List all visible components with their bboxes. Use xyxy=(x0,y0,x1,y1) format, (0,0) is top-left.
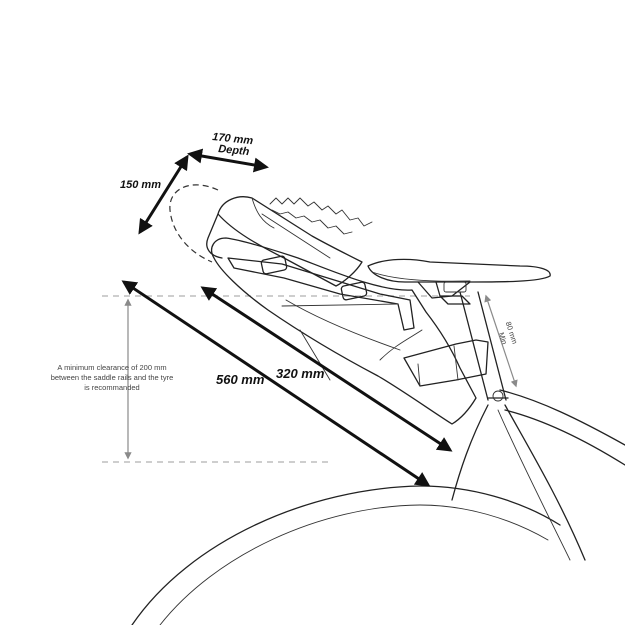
total-length-arrow xyxy=(121,280,431,487)
bungee-cord xyxy=(269,197,373,227)
svg-text:between the saddle rails and t: between the saddle rails and the tyre xyxy=(51,373,174,382)
depth-value-label: 170 mm xyxy=(212,131,254,147)
svg-text:A minimum clearance of 200 mm: A minimum clearance of 200 mm xyxy=(57,363,166,372)
strap-buckle-left xyxy=(260,255,288,275)
rear-wheel-inner xyxy=(159,504,549,625)
height-arrow xyxy=(138,154,189,235)
bike-frame xyxy=(451,291,625,561)
saddle-bag xyxy=(206,196,489,425)
clearance-note: A minimum clearance of 200 mm between th… xyxy=(51,363,174,392)
rear-wheel-outer xyxy=(131,485,561,625)
min-drop-arrow xyxy=(484,294,518,388)
total-length-label: 560 mm xyxy=(216,372,265,387)
depth-word-label: Depth xyxy=(218,143,251,158)
bag-expanded-outline xyxy=(169,184,219,263)
bag-body xyxy=(211,237,477,425)
height-value-label: 150 mm xyxy=(120,179,161,191)
bag-rolled-top xyxy=(217,196,363,287)
depth-arrow xyxy=(187,148,269,173)
bag-length-arrow xyxy=(200,286,453,452)
svg-text:Min: Min xyxy=(497,331,509,345)
bag-length-label: 320 mm xyxy=(276,366,325,381)
svg-text:is recommanded: is recommanded xyxy=(84,383,139,392)
min-drop-label: 80 mm Min xyxy=(497,321,520,346)
